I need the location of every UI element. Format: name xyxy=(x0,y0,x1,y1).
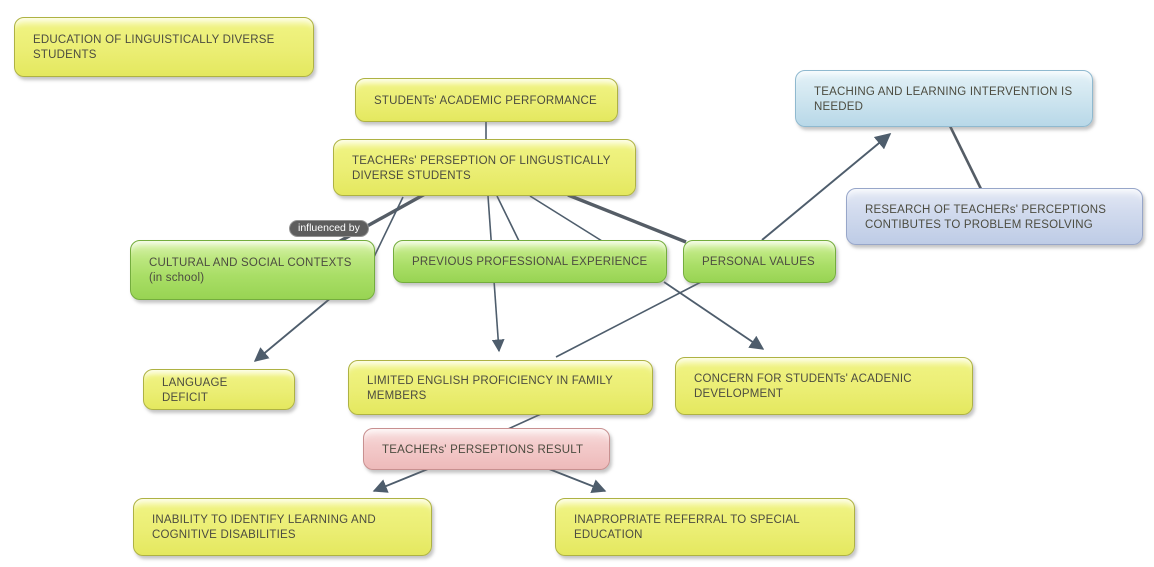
node-teachers-perception-of-linguistically-diverse-students[interactable]: TEACHERs' PERSEPTION OF LINGUSTICALLY DI… xyxy=(333,139,636,196)
node-teaching-and-learning-intervention-needed[interactable]: TEACHING AND LEARNING INTERVENTION IS NE… xyxy=(795,70,1093,127)
node-concern-for-students-academic-development[interactable]: CONCERN FOR STUDENTs' ACADENIC DEVELOPME… xyxy=(675,357,973,415)
node-language-deficit[interactable]: LANGUAGE DEFICIT xyxy=(143,369,295,410)
node-label: STUDENTs' ACADEMIC PERFORMANCE xyxy=(374,94,597,107)
node-label: LIMITED ENGLISH PROFICIENCY IN FAMILY ME… xyxy=(367,374,613,402)
node-label: TEACHERs' PERSEPTIONS RESULT xyxy=(382,443,584,456)
edge-label-influenced-by[interactable]: influenced by xyxy=(289,220,369,237)
node-label: PREVIOUS PROFESSIONAL EXPERIENCE xyxy=(412,256,648,268)
node-students-academic-performance[interactable]: STUDENTs' ACADEMIC PERFORMANCE xyxy=(355,78,618,122)
node-label: TEACHING AND LEARNING INTERVENTION IS NE… xyxy=(814,85,1073,113)
edge-personal-to-limited-english xyxy=(555,281,702,358)
node-limited-english-proficiency-in-family-members[interactable]: LIMITED ENGLISH PROFICIENCY IN FAMILY ME… xyxy=(348,360,653,415)
node-label: INAPROPRIATE REFERRAL TO SPECIAL EDUCATI… xyxy=(574,514,800,541)
edge-result-to-inability xyxy=(372,468,429,493)
edge-limited-to-result xyxy=(507,413,542,430)
node-research-of-teachers-perceptions[interactable]: RESEARCH OF TEACHERs' PERCEPTIONS CONTIB… xyxy=(846,188,1143,245)
node-personal-values[interactable]: PERSONAL VALUES xyxy=(683,240,836,283)
node-inappropriate-referral-to-special-education[interactable]: INAPROPRIATE REFERRAL TO SPECIAL EDUCATI… xyxy=(555,498,855,556)
node-label: INABILITY TO IDENTIFY LEARNING AND COGNI… xyxy=(152,514,376,541)
node-inability-to-identify-learning-and-cognitive-disabilities[interactable]: INABILITY TO IDENTIFY LEARNING AND COGNI… xyxy=(133,498,432,556)
node-education-of-linguistically-diverse-students[interactable]: EDUCATION OF LINGUISTICALLY DIVERSE STUD… xyxy=(14,17,314,77)
node-label: TEACHERs' PERSEPTION OF LINGUSTICALLY DI… xyxy=(352,154,611,182)
edge-cultural-to-language-deficit xyxy=(253,296,333,362)
node-label: RESEARCH OF TEACHERs' PERCEPTIONS CONTIB… xyxy=(865,203,1107,231)
edge-hub-to-cultural-thin xyxy=(372,196,404,260)
node-sublabel: (in school) xyxy=(149,272,205,284)
edge-personal-to-intervention xyxy=(761,132,892,241)
edge-intervention-to-research xyxy=(948,125,983,190)
node-label: CULTURAL AND SOCIAL CONTEXTS xyxy=(149,257,352,269)
edge-hub-to-previous-2 xyxy=(529,195,603,242)
edge-hub-to-previous-1 xyxy=(496,195,520,242)
node-label: LANGUAGE DEFICIT xyxy=(162,376,228,404)
node-teachers-perceptions-result[interactable]: TEACHERs' PERSEPTIONS RESULT xyxy=(363,428,610,470)
node-cultural-and-social-contexts[interactable]: CULTURAL AND SOCIAL CONTEXTS (in school) xyxy=(130,240,375,300)
node-label: PERSONAL VALUES xyxy=(702,256,815,268)
edge-previous-to-concern xyxy=(663,281,765,350)
node-label: CONCERN FOR STUDENTs' ACADENIC DEVELOPME… xyxy=(694,373,912,400)
edge-result-to-inappropriate xyxy=(548,468,607,493)
node-label: EDUCATION OF LINGUISTICALLY DIVERSE STUD… xyxy=(33,34,275,61)
node-previous-professional-experience[interactable]: PREVIOUS PROFESSIONAL EXPERIENCE xyxy=(393,240,667,283)
edge-hub-to-personal-values xyxy=(567,193,687,244)
